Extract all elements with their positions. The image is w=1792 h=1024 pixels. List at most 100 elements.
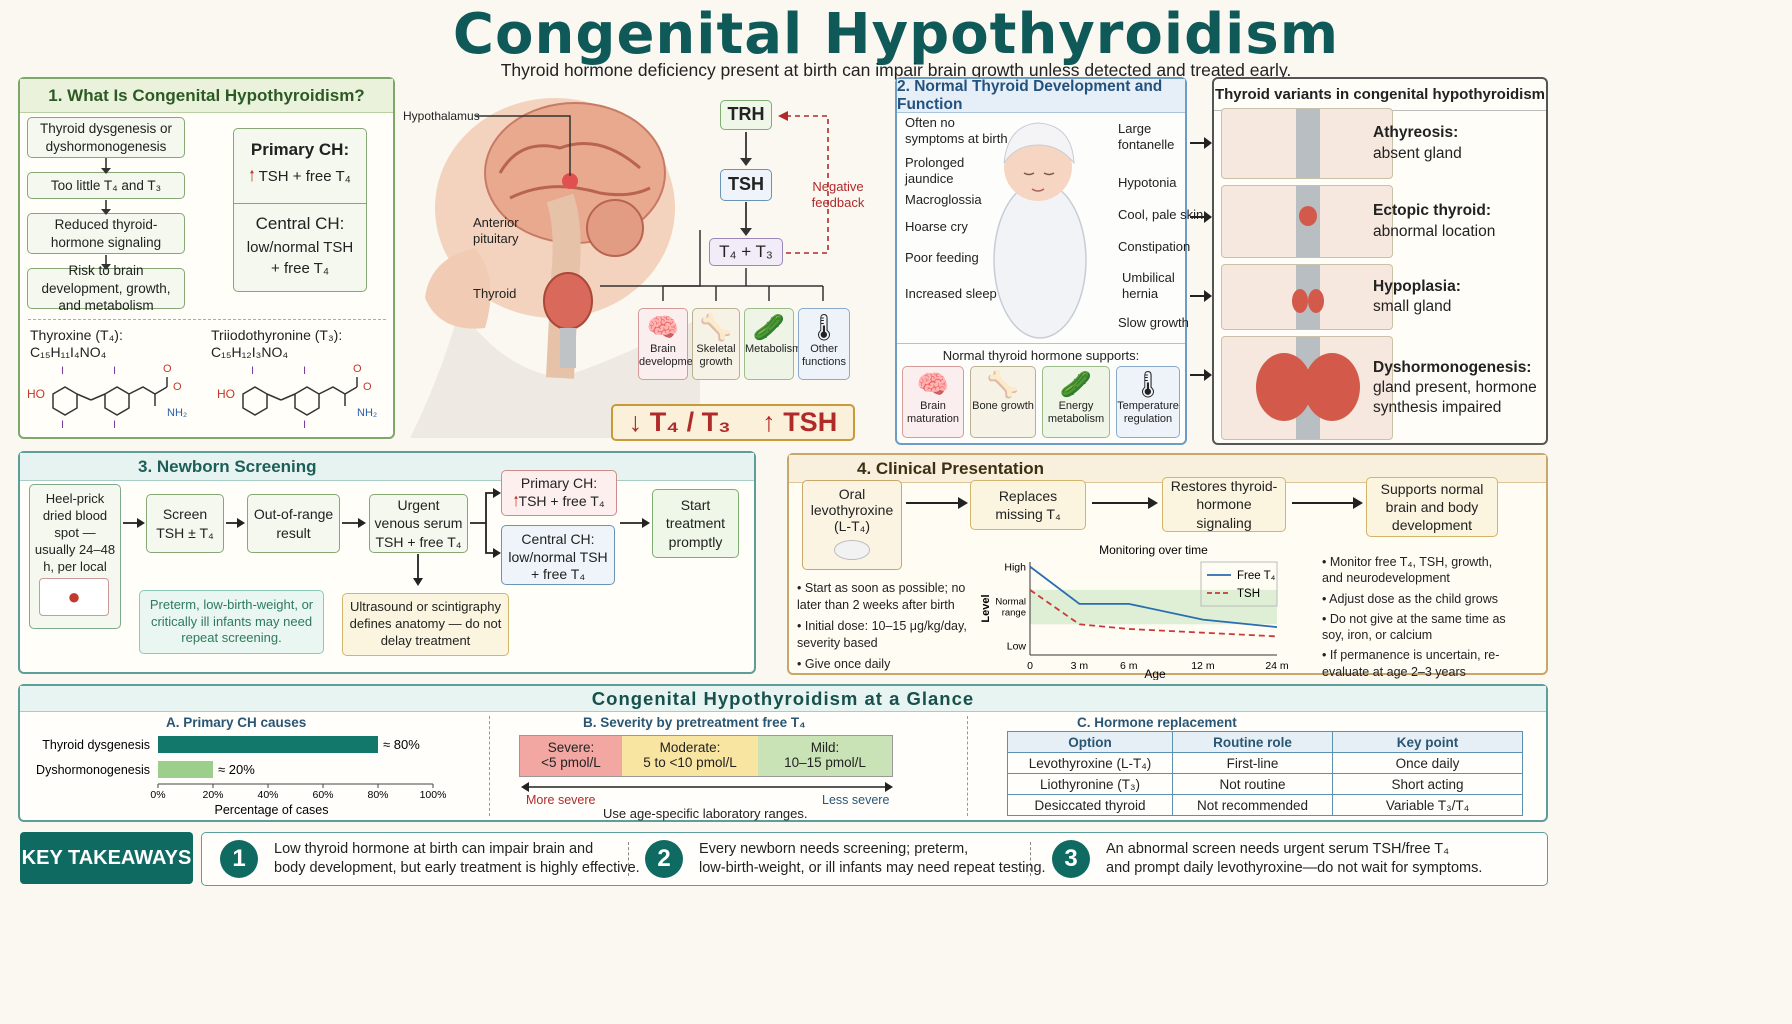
monitoring-chart: Monitoring over timeHighNormalrangeLowLe… [980,543,1289,680]
target-brain: 🧠 Brain development [638,308,702,380]
variants-title: Thyroid variants in congenital hypothyro… [1214,79,1546,111]
glance-b-title: B. Severity by pretreatment free T₄ [583,715,806,730]
svg-text:I: I [113,365,116,377]
target-metabolism: 🥒 Metabolism [744,308,802,380]
svg-text:O: O [173,381,182,393]
bone-icon: 🦴 [699,312,733,342]
result-box: ↓ T₄ / T₃ ↑ TSH [611,404,855,441]
screen-primary-ch: Primary CH: 🠑TSH + free T₄ [501,470,617,516]
support-bone-label: Bone growth [972,399,1034,412]
flow-reduced-signaling: Reduced thyroid-hormone signaling [27,213,185,254]
y-tick-label: range [1002,608,1026,619]
target-skeletal-label: Skeletal growth [696,342,736,368]
axis-arrows [475,111,829,301]
supports-development-box: Supports normal brain and body developme… [1366,477,1498,537]
flow-arrows [101,158,111,270]
sign-hernia: Umbilical hernia [1122,270,1175,302]
screen-primary-text: TSH + free T₄ [518,493,605,509]
page-title: Congenital Hypothyroidism [452,2,1340,67]
dosing-bullets: • Start as soon as possible; no later th… [797,580,975,672]
x-tick-label: 40% [257,789,278,801]
severity-scale: Severe:<5 pmol/L Moderate:5 to <10 pmol/… [519,735,893,777]
sign-increased-sleep: Increased sleep [905,286,997,301]
x-tick-label: 0 [1027,660,1033,672]
variant-hypoplasia: Hypoplasia: small gland [1361,264,1537,330]
result-low-t4t3: ↓ T₄ / T₃ [628,407,731,437]
variant-hypoplasia-name: Hypoplasia: [1373,277,1461,295]
ectopic-image [1221,185,1393,258]
levothyroxine-text: Oral levothyroxine (L-T₄) [810,486,894,534]
screen-central-ch: Central CH: low/normal TSH + free T₄ [501,525,615,585]
tsh-box: TSH [720,169,772,201]
variant-ectopic-desc: abnormal location [1373,222,1496,240]
bar-category-label: Dyshormonogenesis [36,763,150,777]
thermometer-icon: 🌡 [1131,369,1165,399]
flow-low-t4t3: Too little T₄ and T₃ [27,172,185,199]
triiodothyronine-formula: C₁₅H₁₂I₃NO₄ [211,344,289,360]
triiodothyronine-name: Triiodothyronine (T₃): [211,327,343,343]
takeaways-box [201,832,1548,886]
takeaway-number-3: 3 [1052,840,1090,878]
central-ch-line2: + free T₄ [271,260,329,277]
svg-text:I: I [61,365,64,377]
sign-poor-feeding: Poor feeding [905,250,979,265]
variant-dyshormonogenesis-desc: gland present, hormone synthesis impaire… [1373,378,1537,417]
bar [158,761,213,778]
glance-title: Congenital Hypothyroidism at a Glance [20,686,1546,712]
triiodothyronine-structure-icon: HO I II OO NH₂ [217,363,377,430]
target-metabolism-label: Metabolism [745,342,802,355]
sign-hypotonia: Hypotonia [1118,175,1177,190]
up-arrow-icon: 🠑 [249,168,255,185]
result-high-tsh: ↑ TSH [762,407,838,437]
bar-value-label: ≈ 80% [383,737,420,752]
sign-fontanelle: Large fontanelle [1118,121,1175,153]
pill-icon [834,540,870,560]
thyroxine-structure-icon: HO II II OO NH₂ [27,363,187,430]
clinical-arrows [906,497,1363,509]
svg-text:NH₂: NH₂ [167,407,187,419]
dosing-bullet-3: • Give once daily [797,656,891,671]
screen-central-line2: + free T₄ [530,566,586,582]
screen-box: Screen TSH ± T₄ [146,494,224,553]
bar-category-label: Thyroid dysgenesis [42,738,150,752]
thyroxine-name: Thyroxine (T₄): [30,327,123,343]
label-anterior-pituitary: Anterior pituitary [473,215,519,247]
x-axis-label: Percentage of cases [215,803,329,817]
flow-dysgenesis: Thyroid dysgenesis or dyshormonogenesis [27,117,185,158]
repeat-screening-note: Preterm, low-birth-weight, or critically… [139,590,324,654]
section1-title: 1. What Is Congenital Hypothyroidism? [20,79,393,113]
severity-severe: Severe:<5 pmol/L [520,736,622,776]
key-takeaways-label: KEY TAKEAWAYS [20,832,193,884]
svg-text:I: I [251,365,254,377]
urgent-serum-box: Urgent venous serum TSH + free T₄ [369,494,468,553]
monitor-bullet-1: • Monitor free T₄, TSH, growth, and neur… [1322,555,1493,586]
support-temperature-label: Temperature regulation [1117,399,1179,425]
page-subtitle: Thyroid hormone deficiency present at bi… [500,60,1292,80]
central-ch-title: Central CH: [255,214,345,233]
svg-text:O: O [353,363,362,375]
supports-title: Normal thyroid hormone supports: [942,348,1140,363]
support-energy-label: Energy metabolism [1047,399,1105,425]
screen-central-title: Central CH: [521,531,595,547]
start-treatment-box: Start treatment promptly [652,489,739,558]
chart-title: Monitoring over time [1099,543,1208,557]
svg-text:HO: HO [27,387,45,401]
bone-icon: 🦴 [986,369,1020,399]
brain-icon: 🧠 [916,369,950,399]
monitoring-bullets: • Monitor free T₄, TSH, growth, and neur… [1322,554,1512,680]
variant-hypoplasia-desc: small gland [1373,298,1452,315]
takeaway-number-2: 2 [645,840,683,878]
svg-text:NH₂: NH₂ [357,407,377,419]
sign-hoarse-cry: Hoarse cry [905,219,968,234]
athyreosis-image [1221,108,1393,179]
thermometer-icon: 🌡 [807,312,841,342]
variant-arrows [1190,137,1212,381]
sign-constipation: Constipation [1118,239,1191,254]
x-tick-label: 20% [202,789,223,801]
svg-text:O: O [163,363,172,375]
monitor-bullet-3: • Do not give at the same time as soy, i… [1322,611,1506,642]
